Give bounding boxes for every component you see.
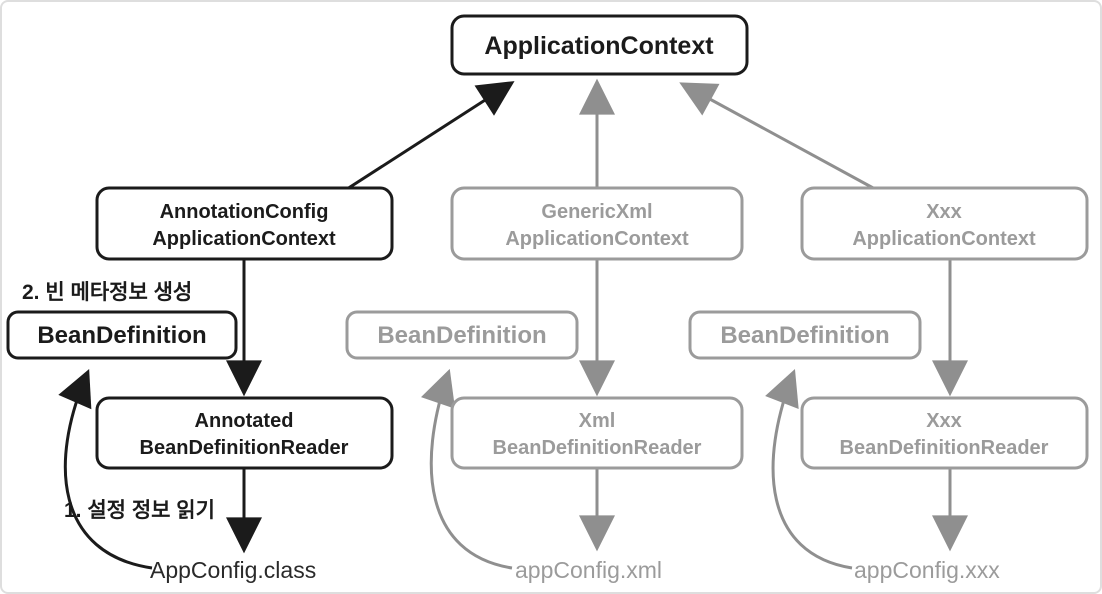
node-annotationconfig-label-line1: AnnotationConfig bbox=[160, 201, 329, 223]
node-genericxml-label-line1: GenericXml bbox=[541, 201, 652, 223]
node-application-context-label: ApplicationContext bbox=[484, 32, 714, 60]
node-beandefinition-right bbox=[688, 310, 922, 360]
node-xxxcontext-label-line1: Xxx bbox=[926, 201, 962, 223]
node-annotationconfig-label-line2: ApplicationContext bbox=[152, 228, 336, 250]
node-genericxml-label-line2: ApplicationContext bbox=[505, 228, 689, 250]
label-step1: 1. 설정 정보 읽기 bbox=[64, 499, 215, 522]
node-beandefinition-left bbox=[6, 310, 238, 360]
label-appconfig-xxx: appConfig.xxx bbox=[854, 557, 1000, 583]
arrow-appconfigclass-to-beandefinition bbox=[58, 369, 153, 570]
node-xxxreader-label-line2: BeanDefinitionReader bbox=[840, 437, 1049, 459]
arrow-xxxcontext-to-applicationcontext bbox=[679, 82, 876, 191]
node-xmlreader-label-line2: BeanDefinitionReader bbox=[493, 437, 702, 459]
node-annotatedreader-label-line2: BeanDefinitionReader bbox=[140, 437, 349, 459]
node-annotationconfig-applicationcontext bbox=[95, 186, 394, 261]
node-annotatedreader-label-line1: Annotated bbox=[195, 410, 294, 432]
node-xxx-beandefinitionreader bbox=[800, 396, 1089, 470]
arrow-appconfigxxx-to-beandefinition bbox=[765, 368, 853, 570]
node-annotated-beandefinitionreader bbox=[95, 396, 394, 470]
node-genericxml-applicationcontext bbox=[450, 186, 744, 261]
node-beandefinition-mid-label: BeanDefinition bbox=[377, 322, 546, 349]
node-xxx-applicationcontext bbox=[800, 186, 1089, 261]
label-appconfig-class: AppConfig.class bbox=[150, 557, 316, 583]
node-application-context bbox=[450, 14, 749, 76]
label-step2: 2. 빈 메타정보 생성 bbox=[22, 281, 192, 304]
node-xxxreader-label-line1: Xxx bbox=[926, 410, 962, 432]
node-xml-beandefinitionreader bbox=[450, 396, 744, 470]
node-beandefinition-mid bbox=[345, 310, 579, 360]
label-appconfig-xml: appConfig.xml bbox=[515, 557, 662, 583]
arrow-appconfigxml-to-beandefinition bbox=[421, 368, 513, 570]
node-beandefinition-left-label: BeanDefinition bbox=[37, 322, 206, 349]
node-beandefinition-right-label: BeanDefinition bbox=[720, 322, 889, 349]
node-xmlreader-label-line1: Xml bbox=[579, 410, 616, 432]
node-xxxcontext-label-line2: ApplicationContext bbox=[852, 228, 1036, 250]
arrow-annotationconfig-to-applicationcontext bbox=[346, 81, 515, 191]
